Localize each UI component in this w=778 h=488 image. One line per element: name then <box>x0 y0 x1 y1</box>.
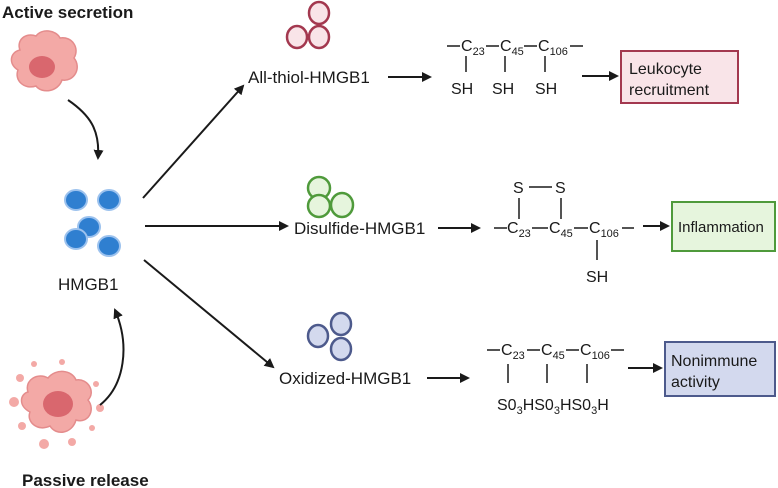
svg-text:C23: C23 <box>507 220 531 240</box>
all-thiol-sh-1: SH <box>451 81 473 98</box>
all-thiol-chain: C23 C45 C106 SH SH SH <box>447 38 583 98</box>
branch-arrow-all-thiol <box>142 84 245 199</box>
svg-text:activity: activity <box>671 374 720 391</box>
svg-text:Nonimmune: Nonimmune <box>671 353 757 370</box>
disulfide-s-1: S <box>513 180 524 197</box>
disulfide-sh: SH <box>586 269 608 286</box>
svg-text:C23: C23 <box>461 38 485 58</box>
disulfide-s-2: S <box>555 180 566 197</box>
inflammation-box: Inflammation <box>671 201 776 252</box>
oxidized-label: Oxidized-HMGB1 <box>279 369 411 388</box>
svg-text:Leukocyte: Leukocyte <box>629 61 702 78</box>
oxidized-so3h-groups: S03HS03HS03H <box>497 397 609 417</box>
disulfide-chain: S S C23 C45 C106 SH <box>494 180 634 286</box>
hmgb1-label: HMGB1 <box>58 275 118 294</box>
branch-arrow-oxidized <box>143 259 275 369</box>
all-thiol-protein-icon <box>285 0 331 50</box>
passive-cell-icon <box>9 359 104 449</box>
disulfide-protein-icon <box>306 175 355 219</box>
svg-text:recruitment: recruitment <box>629 82 710 99</box>
passive-to-hmgb1-arrow <box>99 308 125 406</box>
svg-text:C106: C106 <box>589 220 619 240</box>
svg-text:C106: C106 <box>580 342 610 362</box>
active-secretion-label: Active secretion <box>2 3 133 22</box>
oxidized-chain: C23 C45 C106 S03HS03HS03H <box>487 342 624 417</box>
svg-text:Inflammation: Inflammation <box>678 219 764 236</box>
all-thiol-sh-3: SH <box>535 81 557 98</box>
svg-text:C106: C106 <box>538 38 568 58</box>
active-cell-icon <box>10 30 78 92</box>
active-to-hmgb1-arrow <box>67 99 104 160</box>
svg-text:C23: C23 <box>501 342 525 362</box>
svg-text:C45: C45 <box>541 342 565 362</box>
svg-text:C45: C45 <box>500 38 524 58</box>
all-thiol-label: All-thiol-HMGB1 <box>248 68 370 87</box>
passive-release-label: Passive release <box>22 471 149 488</box>
hmgb1-protein-cluster-icon <box>64 189 121 257</box>
svg-text:C45: C45 <box>549 220 573 240</box>
all-thiol-sh-2: SH <box>492 81 514 98</box>
disulfide-label: Disulfide-HMGB1 <box>294 219 425 238</box>
nonimmune-activity-box: Nonimmune activity <box>664 341 776 397</box>
oxidized-protein-icon <box>306 311 353 362</box>
leukocyte-recruitment-box: Leukocyte recruitment <box>620 50 739 104</box>
